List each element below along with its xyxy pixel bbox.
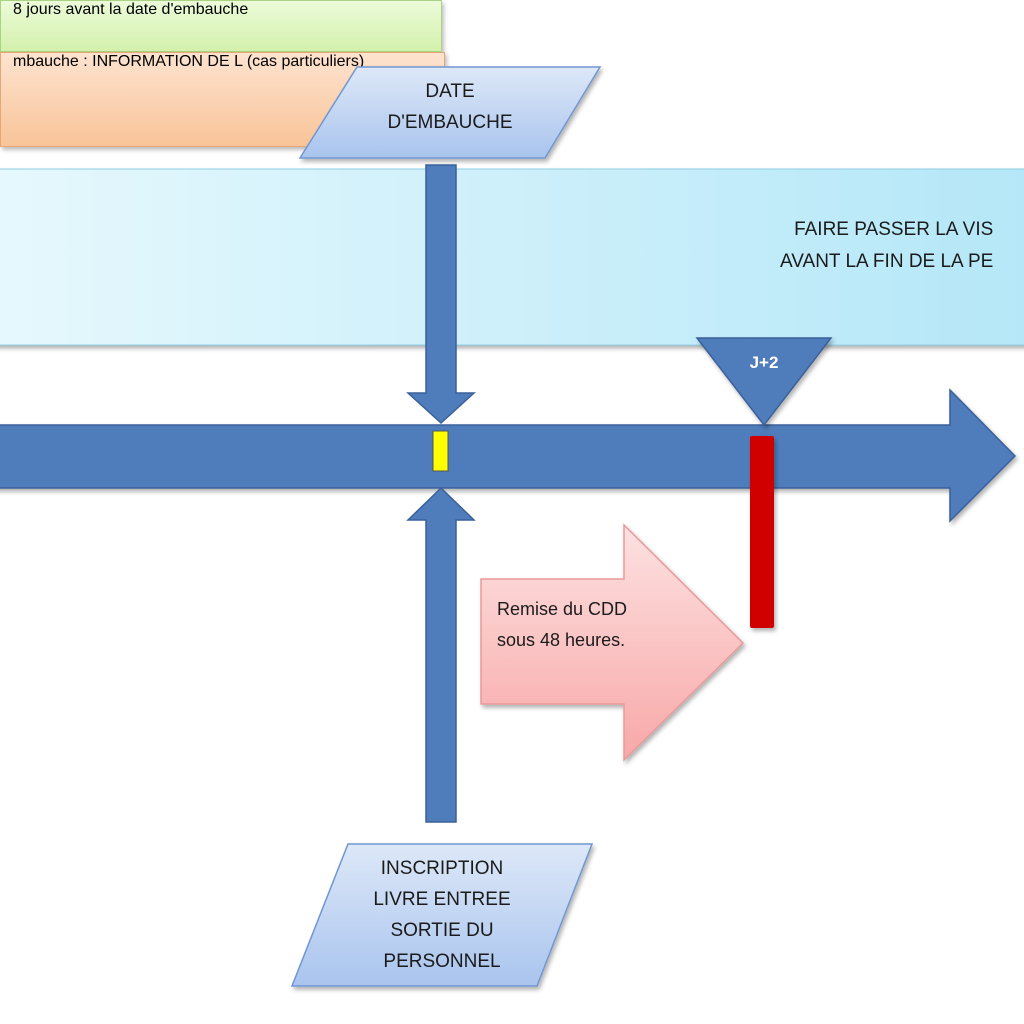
cdd-arrow bbox=[480, 523, 745, 762]
inscription-label: INSCRIPTION LIVRE ENTREE SORTIE DU PERSO… bbox=[373, 858, 511, 972]
timeline-arrow bbox=[0, 388, 1017, 523]
green-box: 8 jours avant la date d'embauche bbox=[0, 0, 442, 52]
hire-date-marker bbox=[432, 430, 449, 472]
date-embauche-shape bbox=[298, 66, 602, 159]
banner-label: FAIRE PASSER LA VIS AVANT LA FIN DE LA P… bbox=[780, 219, 994, 272]
j-plus-2-label: J+2 bbox=[749, 352, 779, 372]
up-arrow bbox=[406, 486, 476, 823]
inscription-shape bbox=[290, 843, 594, 987]
green-box-label: 8 jours avant la date d'embauche bbox=[13, 1, 249, 18]
j-plus-2-marker bbox=[695, 337, 833, 427]
banner bbox=[0, 168, 1024, 346]
down-arrow bbox=[406, 164, 476, 425]
red-deadline-bar bbox=[750, 436, 774, 628]
cdd-label: Remise du CDD sous 48 heures. bbox=[497, 599, 628, 650]
orange-box-label: mbauche : INFORMATION DE L (cas particul… bbox=[13, 53, 365, 70]
date-embauche-label: DATE D'EMBAUCHE bbox=[387, 81, 513, 133]
